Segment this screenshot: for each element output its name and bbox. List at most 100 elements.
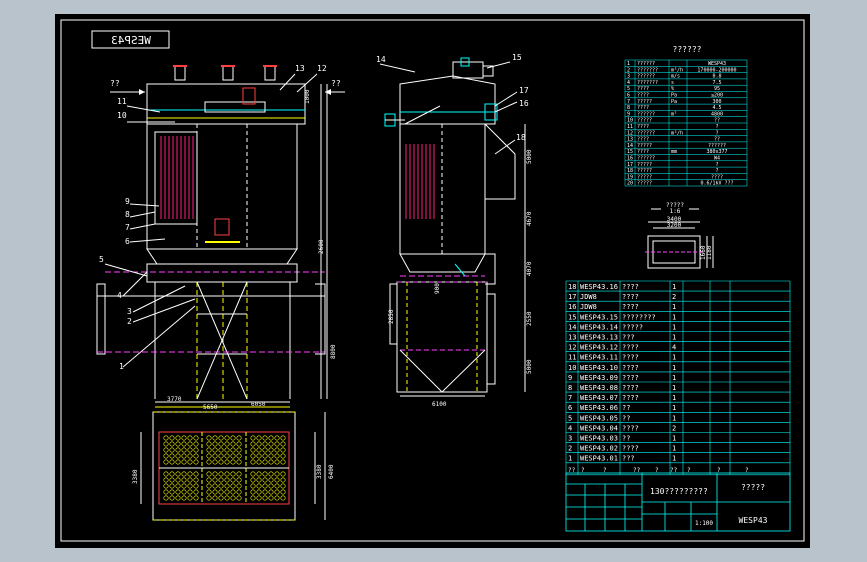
plan-hole	[218, 483, 224, 489]
plan-hole	[169, 489, 175, 495]
plan-hole	[224, 483, 230, 489]
plan-hole	[256, 435, 262, 441]
tech-cell: m³/h	[671, 67, 683, 73]
parts-cell: WESP43.13	[580, 334, 618, 342]
plan-hole	[230, 471, 236, 477]
plan-hole	[175, 483, 181, 489]
tech-cell: Pa	[671, 93, 677, 99]
parts-cell: 13	[568, 334, 576, 342]
plan-hole	[181, 489, 187, 495]
plan-hole	[193, 459, 199, 465]
plan-hole	[274, 447, 280, 453]
plan-hole	[256, 459, 262, 465]
side-view	[379, 57, 526, 397]
plan-hole	[236, 453, 242, 459]
tech-cell: 18	[627, 168, 633, 174]
tech-cell: 3	[627, 74, 630, 80]
tech-cell: m²	[671, 111, 677, 117]
plan-view	[140, 411, 326, 521]
plan-hole	[250, 435, 256, 441]
callout-13: 13	[295, 64, 305, 73]
tech-cell: 0.8	[712, 74, 721, 80]
plan-hole	[212, 471, 218, 477]
plan-hole	[163, 453, 169, 459]
plan-dims: 3380 3380 6400	[132, 464, 335, 484]
callout-8: 8	[125, 210, 130, 219]
drawing-code: WESP43	[111, 34, 151, 47]
tech-cell: 4	[627, 80, 630, 86]
plan-hole-pattern	[163, 435, 286, 501]
plan-hole	[163, 441, 169, 447]
title-code: WESP43	[739, 516, 768, 525]
plan-hole	[181, 495, 187, 501]
parts-cell: 10	[568, 364, 576, 372]
plan-hole	[181, 459, 187, 465]
plan-hole	[212, 489, 218, 495]
plan-hole	[181, 483, 187, 489]
plan-hole	[230, 441, 236, 447]
plan-hole	[230, 447, 236, 453]
parts-cell: JDW8	[580, 303, 597, 311]
plan-hole	[256, 483, 262, 489]
plan-hole	[268, 495, 274, 501]
tech-cell: 95	[714, 86, 720, 92]
plan-hole	[280, 435, 286, 441]
front-view: ?? ??	[96, 65, 345, 408]
plan-hole	[274, 489, 280, 495]
callout-1: 1	[119, 362, 124, 371]
tech-cell: ??	[714, 137, 720, 143]
tech-cell: W4	[714, 156, 720, 162]
parts-cell: 8	[568, 384, 572, 392]
plan-hole	[181, 453, 187, 459]
plan-hole	[193, 453, 199, 459]
parts-cell: WESP43.16	[580, 283, 618, 291]
plan-hole	[193, 471, 199, 477]
plan-hole	[280, 495, 286, 501]
plan-hole	[169, 495, 175, 501]
tech-cell: ?	[715, 124, 718, 130]
tech-cell: ≤200	[711, 93, 723, 99]
plan-hole	[169, 471, 175, 477]
plan-hole	[175, 441, 181, 447]
plan-hole	[224, 453, 230, 459]
plan-hole	[218, 435, 224, 441]
dim-side-5000: 5000	[526, 149, 533, 164]
tech-cell: 7.5	[712, 80, 721, 86]
parts-cell: 14	[568, 323, 576, 331]
parts-cell: ??	[622, 404, 630, 412]
tech-row: 5????%95	[625, 84, 747, 92]
section-view: ????? 1:6 3400 3200 1660 1180	[645, 202, 714, 269]
tech-cell: WESP43	[708, 61, 726, 67]
plan-hole	[181, 441, 187, 447]
plan-hole	[181, 471, 187, 477]
tech-row: 8????4.5	[625, 103, 747, 111]
tech-cell: 14	[627, 143, 633, 149]
plan-hole	[236, 435, 242, 441]
plan-hole	[250, 441, 256, 447]
plan-hole	[175, 477, 181, 483]
section-dim-inner: 3200	[667, 222, 682, 229]
plan-hole	[224, 459, 230, 465]
plan-hole	[236, 441, 242, 447]
section-dim-h1: 1660	[700, 245, 707, 260]
parts-cell: ????	[622, 354, 639, 362]
plan-hole	[274, 471, 280, 477]
tech-cell: %	[671, 86, 674, 92]
plan-hole	[193, 489, 199, 495]
tech-cell: ????	[637, 93, 649, 99]
plan-hole	[268, 483, 274, 489]
plan-hole	[187, 489, 193, 495]
plan-hole	[206, 447, 212, 453]
plan-hole	[268, 453, 274, 459]
parts-cell: WESP43.06	[580, 404, 618, 412]
tech-cell: 2	[627, 67, 630, 73]
tech-cell: s	[671, 80, 674, 86]
plan-hole	[187, 435, 193, 441]
plan-hole	[212, 447, 218, 453]
